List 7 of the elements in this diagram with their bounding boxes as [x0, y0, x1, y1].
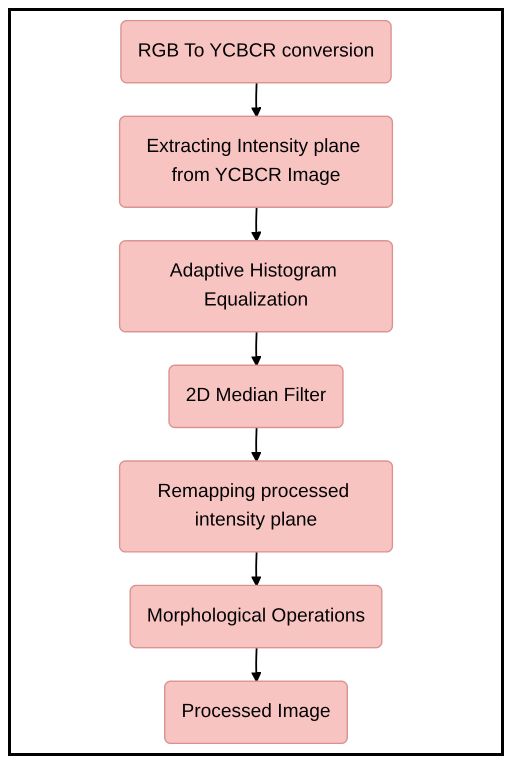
diagram-frame: RGB To YCBCR conversion Extracting Intensity plane from YCBCR Image Adaptive Histogram Equalization 2D Median Filter Remapping processed intensity plane Morphological Operations Processed Image — [8, 8, 504, 756]
arrow — [251, 428, 262, 462]
arrow — [251, 83, 262, 118]
arrow — [251, 648, 262, 682]
arrow — [251, 332, 262, 366]
arrow — [251, 208, 262, 242]
arrow — [251, 552, 262, 587]
